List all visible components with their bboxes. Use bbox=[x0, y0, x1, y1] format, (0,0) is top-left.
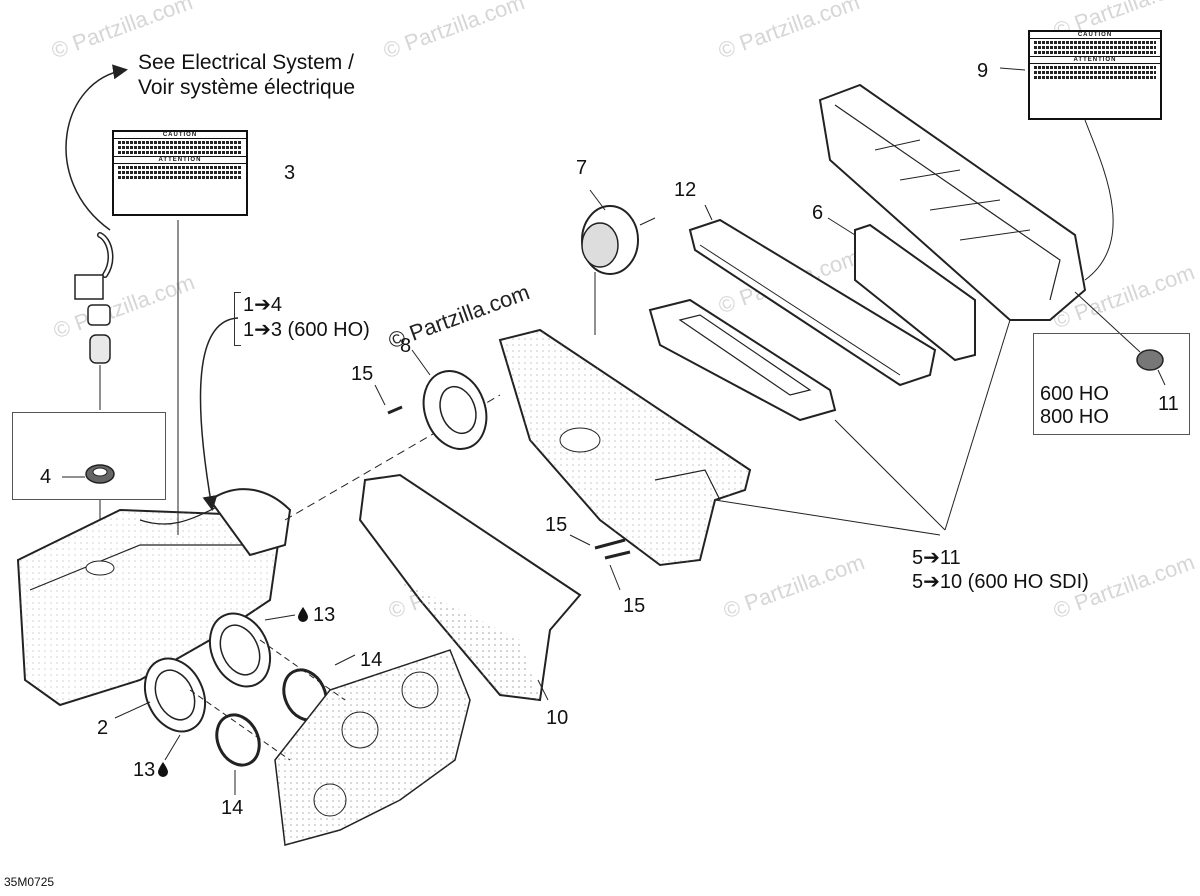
callout-6: 6 bbox=[812, 202, 824, 224]
callout-15-upper: 15 bbox=[351, 363, 374, 385]
callout-10: 10 bbox=[546, 707, 569, 729]
models-box bbox=[1033, 333, 1190, 435]
models-note-line1: 600 HO bbox=[1040, 383, 1109, 405]
caution-header: CAUTION bbox=[1030, 32, 1160, 39]
electrical-note-line2: Voir système électrique bbox=[138, 76, 356, 99]
callout-13-top: 13 bbox=[313, 604, 336, 626]
callout-2: 2 bbox=[97, 717, 109, 739]
caution-label-3: CAUTION ATTENTION bbox=[112, 130, 248, 216]
apply-note-b-line1: 5➔11 bbox=[912, 547, 961, 569]
callout-11: 11 bbox=[1158, 393, 1179, 415]
callout-14-top: 14 bbox=[360, 649, 383, 671]
reference-code: 35M0725 bbox=[4, 875, 55, 889]
apply-bracket bbox=[234, 292, 241, 346]
drop-icon bbox=[298, 607, 308, 622]
callout-9: 9 bbox=[977, 60, 989, 82]
apply-note-a-line2: 1➔3 (600 HO) bbox=[243, 319, 370, 341]
apply-note-a-line1: 1➔4 bbox=[243, 294, 283, 316]
callout-3: 3 bbox=[284, 162, 296, 184]
callout-12: 12 bbox=[674, 179, 697, 201]
callout-15-middle: 15 bbox=[545, 514, 568, 536]
electrical-note-line1: See Electrical System / bbox=[138, 51, 354, 74]
callout-8: 8 bbox=[400, 335, 412, 357]
attention-header: ATTENTION bbox=[114, 156, 246, 164]
caution-header: CAUTION bbox=[114, 132, 246, 139]
grommet-box bbox=[12, 412, 166, 500]
caution-label-9: CAUTION ATTENTION bbox=[1028, 30, 1162, 120]
callout-13-bottom: 13 bbox=[133, 759, 156, 781]
callout-4: 4 bbox=[40, 466, 52, 488]
callout-14-bottom: 14 bbox=[221, 797, 244, 819]
attention-header: ATTENTION bbox=[1030, 56, 1160, 64]
models-note-line2: 800 HO bbox=[1040, 406, 1109, 428]
apply-note-b-line2: 5➔10 (600 HO SDI) bbox=[912, 571, 1089, 593]
drop-icon bbox=[158, 762, 168, 777]
callout-15-lower: 15 bbox=[623, 595, 646, 617]
callout-7: 7 bbox=[576, 157, 588, 179]
